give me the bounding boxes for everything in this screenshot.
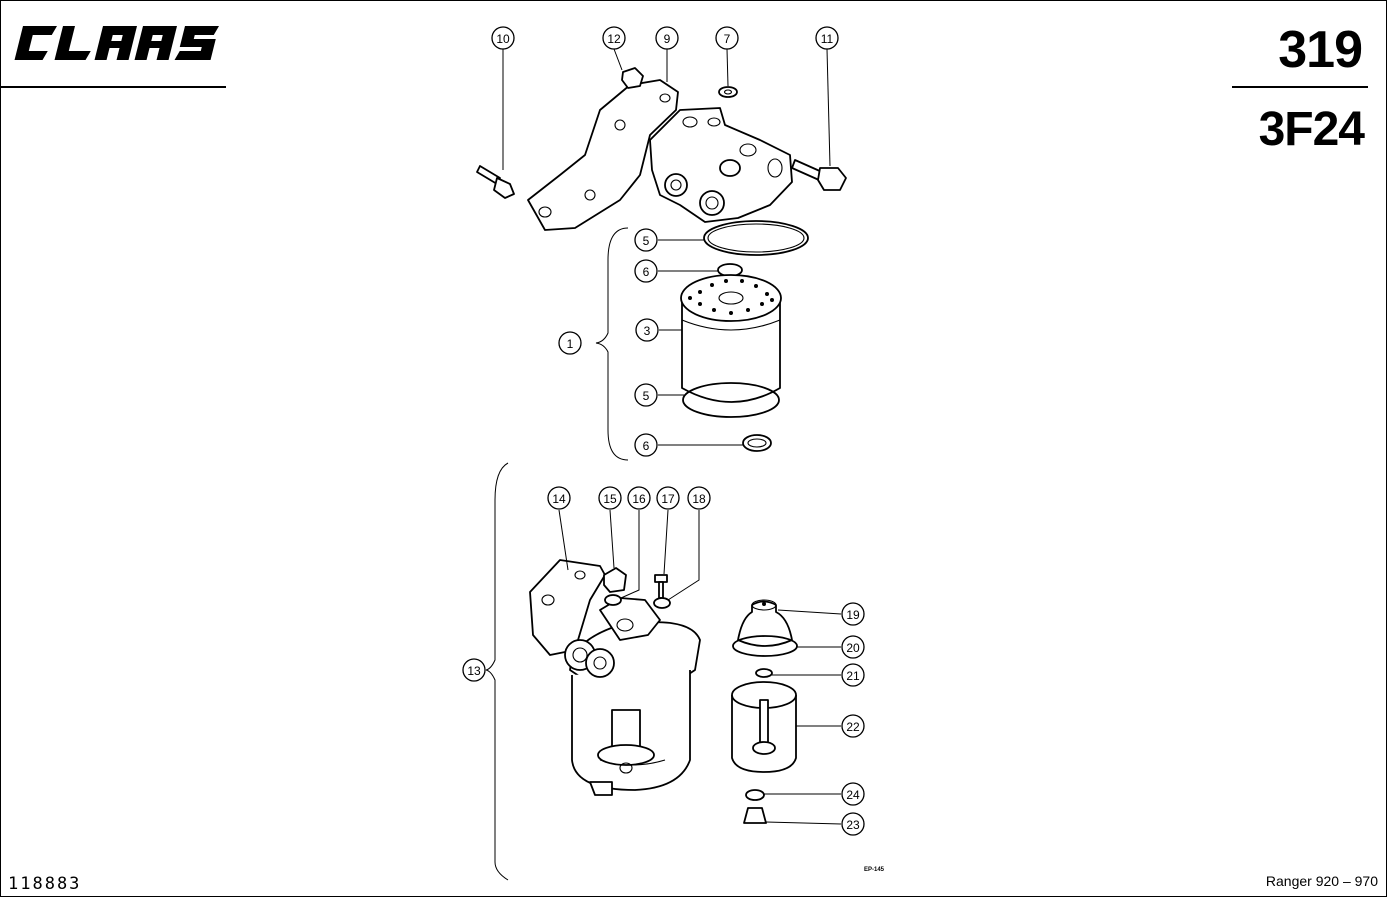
svg-text:5: 5 bbox=[643, 234, 650, 248]
callout-1: 1 bbox=[558, 331, 582, 355]
sediment-bowl-22 bbox=[731, 681, 797, 773]
bolt-11 bbox=[791, 159, 847, 191]
svg-text:3: 3 bbox=[644, 324, 651, 338]
seal-16 bbox=[604, 594, 622, 606]
svg-text:19: 19 bbox=[846, 608, 860, 622]
svg-text:21: 21 bbox=[846, 669, 860, 683]
callout-22: 22 bbox=[841, 714, 865, 738]
washer-24 bbox=[745, 789, 765, 801]
ep-code: EP-145 bbox=[864, 867, 885, 873]
svg-text:22: 22 bbox=[846, 720, 860, 734]
svg-text:16: 16 bbox=[632, 492, 646, 506]
callout-20: 20 bbox=[841, 635, 865, 659]
callout-9: 9 bbox=[655, 26, 679, 50]
gasket-20 bbox=[732, 635, 798, 657]
callout-6-upper: 6 bbox=[634, 259, 658, 283]
callout-13: 13 bbox=[462, 658, 486, 682]
callout-17: 17 bbox=[656, 486, 680, 510]
svg-text:23: 23 bbox=[846, 818, 860, 832]
svg-text:18: 18 bbox=[692, 492, 706, 506]
callout-15: 15 bbox=[598, 486, 622, 510]
leader-lines bbox=[502, 48, 842, 825]
bracket-assembly-13 bbox=[485, 462, 509, 881]
bolt-10 bbox=[476, 165, 515, 199]
svg-text:12: 12 bbox=[607, 32, 621, 46]
page-number: 319 bbox=[1278, 21, 1363, 79]
svg-text:1: 1 bbox=[567, 337, 574, 351]
filter-head bbox=[649, 107, 793, 223]
svg-text:6: 6 bbox=[643, 439, 650, 453]
callout-7: 7 bbox=[715, 26, 739, 50]
screw-17 bbox=[654, 574, 668, 599]
nut-12 bbox=[621, 67, 644, 89]
callout-18: 18 bbox=[687, 486, 711, 510]
callout-16: 16 bbox=[627, 486, 651, 510]
claas-logo bbox=[14, 26, 220, 60]
svg-text:24: 24 bbox=[846, 788, 860, 802]
svg-text:20: 20 bbox=[846, 641, 860, 655]
seal-6-lower bbox=[742, 434, 772, 452]
callout-11: 11 bbox=[815, 26, 839, 50]
callout-3: 3 bbox=[635, 318, 659, 342]
callout-5-upper: 5 bbox=[634, 228, 658, 252]
svg-text:9: 9 bbox=[664, 32, 671, 46]
document-number: 118883 bbox=[8, 874, 82, 894]
svg-text:10: 10 bbox=[496, 32, 510, 46]
o-ring-21 bbox=[755, 668, 773, 678]
mounting-bracket bbox=[527, 79, 679, 231]
drain-plug-23 bbox=[743, 807, 767, 824]
bowl-cap-19 bbox=[737, 599, 793, 647]
filter-element-3 bbox=[680, 274, 782, 403]
callout-19: 19 bbox=[841, 602, 865, 626]
seal-18 bbox=[653, 597, 671, 609]
svg-text:14: 14 bbox=[552, 492, 566, 506]
bracket-assembly-1 bbox=[595, 227, 629, 461]
svg-text:6: 6 bbox=[643, 265, 650, 279]
washer-7 bbox=[718, 86, 738, 98]
callout-14: 14 bbox=[547, 486, 571, 510]
model-range: Ranger 920 – 970 bbox=[1265, 873, 1378, 889]
header-rule bbox=[1232, 86, 1368, 88]
callout-10: 10 bbox=[491, 26, 515, 50]
svg-text:5: 5 bbox=[643, 389, 650, 403]
callout-6-lower: 6 bbox=[634, 433, 658, 457]
o-ring-5-upper bbox=[703, 220, 809, 256]
o-ring-5-lower bbox=[682, 382, 780, 418]
svg-text:11: 11 bbox=[821, 32, 834, 46]
callout-21: 21 bbox=[841, 663, 865, 687]
callout-12: 12 bbox=[602, 26, 626, 50]
callout-23: 23 bbox=[841, 812, 865, 836]
svg-text:15: 15 bbox=[603, 492, 617, 506]
logo-underline bbox=[0, 86, 226, 88]
plug-15 bbox=[603, 567, 627, 593]
svg-text:17: 17 bbox=[661, 492, 675, 506]
svg-text:13: 13 bbox=[467, 664, 481, 678]
callout-5-lower: 5 bbox=[634, 383, 658, 407]
section-code: 3F24 bbox=[1258, 103, 1365, 156]
sediment-bowl-assembly bbox=[529, 559, 701, 796]
svg-text:7: 7 bbox=[724, 32, 731, 46]
callout-24: 24 bbox=[841, 782, 865, 806]
